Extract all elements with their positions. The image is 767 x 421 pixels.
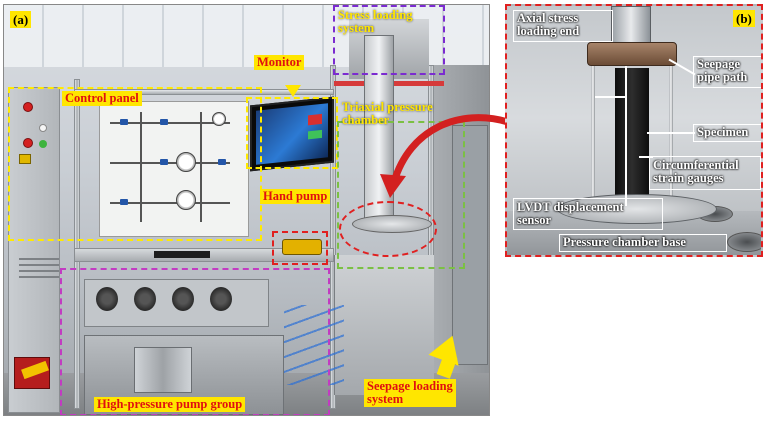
stress-loading-highlight bbox=[333, 5, 445, 75]
white-indicator bbox=[39, 124, 47, 132]
label-circumferential: Circumferential strain gauges bbox=[653, 158, 739, 186]
arrow-curve bbox=[390, 114, 512, 186]
label-lvdt: LVDT displacement sensor bbox=[517, 200, 624, 228]
label-seepage-pipe: Seepage pipe path bbox=[697, 57, 748, 85]
pump-group-highlight bbox=[60, 268, 330, 415]
panel-tag-b: (b) bbox=[733, 10, 755, 27]
label-chamber-base: Pressure chamber base bbox=[563, 235, 686, 249]
valve-icon bbox=[120, 119, 128, 125]
pipe bbox=[200, 112, 202, 222]
pipe bbox=[110, 122, 230, 124]
label-hand-pump: Hand pump bbox=[260, 189, 331, 205]
vent-slot bbox=[19, 264, 59, 266]
label-high-pressure-pump: High-pressure pump group bbox=[94, 397, 246, 413]
label-monitor: Monitor bbox=[254, 55, 305, 71]
callout-box bbox=[649, 156, 761, 190]
loading-rod bbox=[611, 6, 651, 46]
arrow-down-icon bbox=[285, 85, 301, 97]
pressure-gauge-icon bbox=[212, 112, 226, 126]
callout-box bbox=[559, 234, 727, 252]
control-panel-highlight bbox=[8, 87, 262, 241]
door bbox=[452, 125, 488, 365]
pressure-gauge-icon bbox=[176, 152, 196, 172]
red-button bbox=[23, 138, 33, 148]
chamber-ellipse-highlight bbox=[339, 201, 437, 257]
valve-icon bbox=[160, 119, 168, 125]
valve-icon bbox=[120, 199, 128, 205]
callout-box bbox=[693, 56, 761, 88]
label-stress-loading: Stress loading system bbox=[338, 8, 413, 36]
pipe bbox=[110, 202, 230, 204]
pump-motor bbox=[96, 287, 118, 311]
callout-box bbox=[513, 198, 663, 230]
leader-line bbox=[595, 96, 625, 98]
label-triaxial-chamber: Triaxial pressure chamber bbox=[342, 100, 433, 128]
vent-slot bbox=[19, 276, 59, 278]
leader-line bbox=[647, 132, 695, 134]
rock-specimen bbox=[615, 68, 649, 198]
tie-rod bbox=[669, 46, 673, 206]
valve-icon bbox=[160, 159, 168, 165]
keyboard bbox=[154, 251, 210, 258]
lab-photo-panel-a: (a) Control panel Monitor Stress loading… bbox=[3, 4, 490, 416]
hand-pump-highlight bbox=[272, 231, 328, 265]
leader-line bbox=[639, 156, 653, 158]
chamber-base-plate bbox=[557, 194, 717, 224]
blue-cables bbox=[284, 305, 344, 385]
callout-box bbox=[693, 124, 761, 142]
leader-line bbox=[625, 66, 627, 206]
panel-tag-a: (a) bbox=[10, 11, 32, 28]
pump-motor bbox=[210, 287, 232, 311]
pump-motor bbox=[134, 287, 156, 311]
specimen-photo-panel-b: Axial stress loading end (b) Seepage pip… bbox=[505, 4, 763, 257]
label-axial-stress: Axial stress loading end bbox=[517, 11, 580, 39]
pipe bbox=[110, 162, 230, 164]
control-board bbox=[99, 101, 249, 237]
callout-box bbox=[513, 10, 613, 42]
label-seepage-loading: Seepage loading system bbox=[364, 379, 456, 408]
bench-hole bbox=[727, 232, 761, 252]
pump-motor bbox=[172, 287, 194, 311]
vent-slot bbox=[19, 270, 59, 272]
triaxial-chamber-highlight bbox=[337, 121, 465, 269]
label-control-panel: Control panel bbox=[62, 91, 142, 107]
vent-slot bbox=[19, 258, 59, 260]
emergency-stop-button bbox=[23, 102, 33, 112]
monitor-highlight bbox=[246, 97, 338, 169]
fluid-tank bbox=[134, 347, 192, 393]
hand-pump-device bbox=[282, 239, 322, 255]
label-specimen: Specimen bbox=[697, 125, 749, 139]
loading-cap bbox=[587, 42, 677, 66]
valve-icon bbox=[218, 159, 226, 165]
pipe bbox=[140, 112, 142, 222]
green-indicator bbox=[39, 140, 47, 148]
frame-post bbox=[74, 79, 80, 409]
switch-box bbox=[19, 154, 31, 164]
arrow-head-icon bbox=[380, 174, 406, 198]
tie-rod bbox=[591, 46, 595, 206]
test-bench bbox=[334, 255, 434, 395]
link-arrow-icon bbox=[380, 114, 512, 198]
pressure-gauge-icon bbox=[176, 190, 196, 210]
